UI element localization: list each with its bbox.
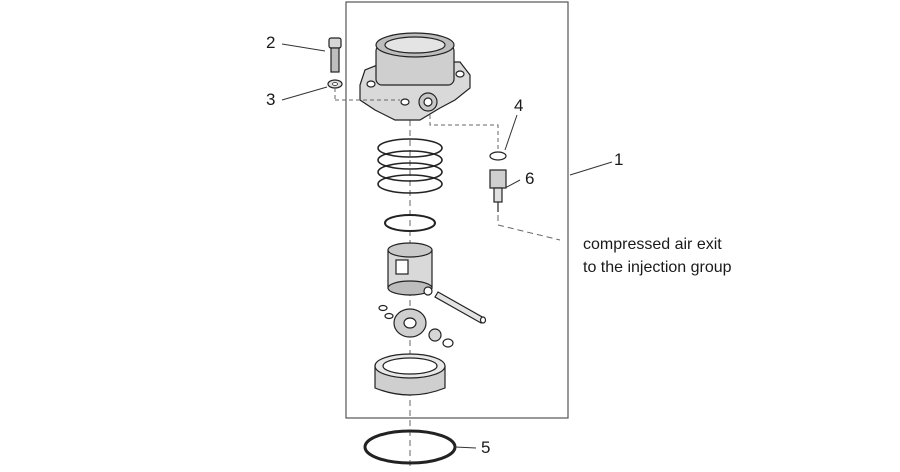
bolt: [328, 37, 342, 73]
spring: [377, 138, 443, 194]
annotation-line-1: compressed air exit: [583, 236, 722, 253]
callout-4: 4: [514, 96, 524, 115]
cylinder-sleeve: [374, 353, 446, 396]
piston-ring: [384, 214, 436, 232]
callout-3: 3: [266, 90, 276, 109]
annotation-line-2: to the injection group: [583, 259, 732, 276]
callout-2: 2: [266, 33, 276, 52]
bearing-set: [378, 304, 454, 348]
leader-lines: [281, 43, 613, 449]
air-fitting: [489, 151, 507, 212]
cylinder-head: [359, 32, 471, 121]
assembly-frame: [345, 1, 569, 419]
wrist-pin: [434, 291, 487, 324]
callout-1: 1: [614, 150, 624, 169]
callout-6: 6: [525, 169, 535, 188]
piston: [387, 242, 433, 296]
callout-5: 5: [481, 438, 491, 457]
